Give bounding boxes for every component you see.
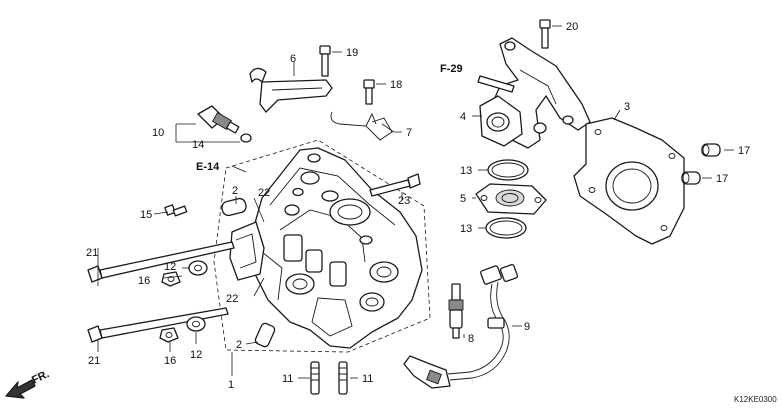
part-19-bolt: [319, 45, 331, 77]
diagram-code: K12KE0300: [734, 395, 777, 404]
reference-e-14: E-14: [196, 161, 220, 173]
callout-1: 1: [228, 379, 234, 391]
part-11-stud-right: [338, 361, 348, 395]
part-15-bolt: [164, 204, 188, 217]
callout-20: 20: [566, 21, 578, 33]
part-12-washer-lower: [186, 316, 206, 332]
part-6-bracket: [249, 67, 333, 113]
callout-11-left: 11: [282, 373, 293, 385]
callout-17-lower: 17: [716, 173, 728, 185]
part-21-bolt-upper: [87, 241, 235, 283]
callout-3: 3: [624, 101, 630, 113]
part-14-o-ring: [240, 133, 252, 143]
callout-19: 19: [346, 47, 358, 59]
part-11-stud-left: [310, 361, 320, 395]
callout-4: 4: [460, 111, 466, 123]
reference-f-29: F-29: [440, 63, 463, 75]
part-2-dowel-pin-upper: [221, 197, 247, 217]
part-12-washer-upper: [188, 260, 208, 276]
callout-2-upper: 2: [232, 185, 238, 197]
callout-9: 9: [524, 321, 530, 333]
leader-lines: [97, 25, 734, 379]
part-5-plate: [475, 183, 547, 215]
callout-10: 10: [152, 127, 164, 139]
part-10-sensor: [197, 105, 240, 134]
intake-stud-bolt: [477, 75, 515, 93]
callout-22-lower: 22: [226, 293, 238, 305]
part-13-o-ring-upper: [487, 159, 529, 181]
front-label: FR.: [30, 368, 51, 387]
part-16-nut-lower: [159, 327, 179, 343]
callout-23: 23: [398, 195, 410, 207]
callout-16-lower: 16: [164, 355, 176, 367]
callout-13-upper: 13: [460, 165, 472, 177]
callout-5: 5: [460, 193, 466, 205]
part-13-o-ring-lower: [485, 217, 527, 239]
part-8-spark-plug: [448, 283, 464, 339]
callout-2-lower: 2: [236, 339, 242, 351]
part-21-bolt-lower: [87, 307, 229, 343]
part-9-sensor-harness: [403, 263, 519, 389]
callout-18: 18: [390, 79, 402, 91]
part-20-bolt: [539, 19, 551, 49]
callout-6: 6: [290, 53, 296, 65]
front-direction-arrow: FR.: [5, 368, 51, 399]
callout-16-upper: 16: [138, 275, 150, 287]
part-18-bolt: [363, 79, 375, 105]
callout-8: 8: [468, 333, 474, 345]
callout-14: 14: [192, 139, 204, 151]
callout-22-upper: 22: [258, 187, 270, 199]
part-16-nut-upper: [161, 271, 181, 287]
callout-12-lower: 12: [190, 349, 202, 361]
cylinder-head: [229, 147, 423, 349]
callout-7: 7: [406, 127, 412, 139]
callout-15: 15: [140, 209, 152, 221]
part-17-dowel-lower: [681, 171, 701, 185]
head-assembly-outline: [213, 139, 431, 353]
callout-12-upper: 12: [164, 261, 176, 273]
callout-labels: 19 6 18 7 10 14 2 22 15 21 12 16 22 2 12…: [86, 21, 750, 391]
callout-21-upper: 21: [86, 247, 98, 259]
part-17-dowel-upper: [701, 143, 721, 157]
part-2-dowel-pin-lower: [254, 322, 276, 348]
part-3-gasket: [573, 117, 685, 245]
callout-11-right: 11: [362, 373, 373, 385]
callout-17-upper: 17: [738, 145, 750, 157]
part-4-insulator: [479, 95, 523, 147]
callout-13-lower: 13: [460, 223, 472, 235]
part-23-bolt: [369, 173, 421, 197]
part-7-clip: [330, 111, 393, 141]
callout-21-lower: 21: [88, 355, 100, 367]
